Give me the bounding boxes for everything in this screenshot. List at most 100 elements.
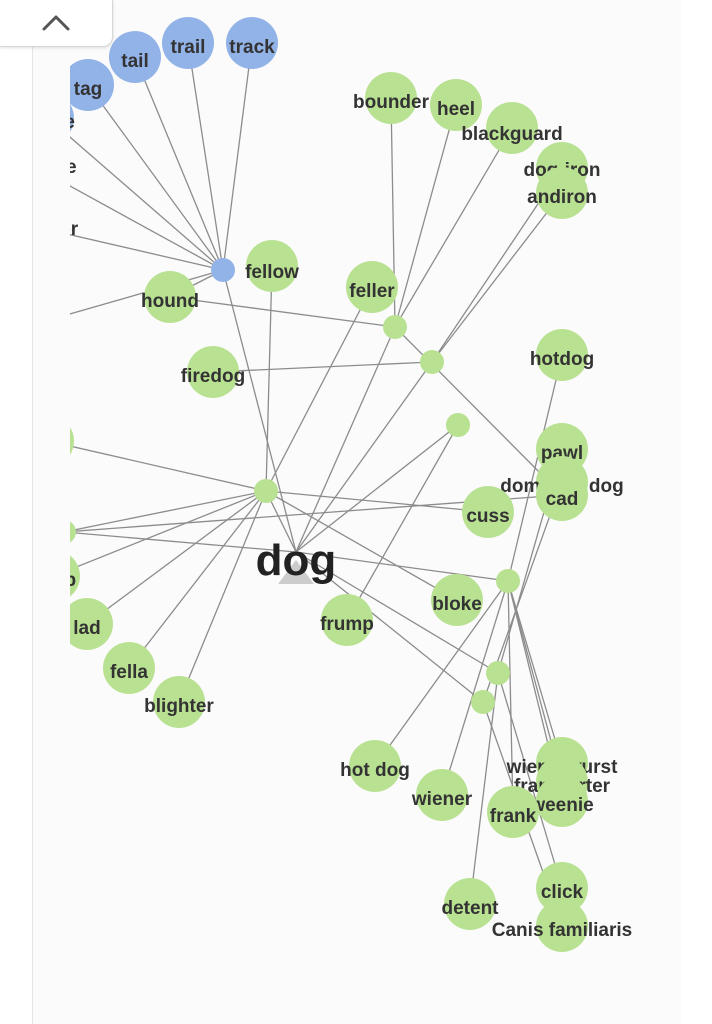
node-label: feller <box>349 281 395 302</box>
edge-hub-man-cuss <box>265 490 489 513</box>
node-label: fella <box>110 662 148 683</box>
edge-hub-man-chap <box>70 490 267 571</box>
node-label: fellow <box>245 262 299 283</box>
node-label: give chase <box>70 157 77 178</box>
word-graph[interactable]: chasetagtailtrail track give chase chase af… <box>70 0 660 1024</box>
node-bounder[interactable]: bounder <box>353 72 430 124</box>
node-frank[interactable]: frank <box>487 786 539 838</box>
node-firedog[interactable]: firedog <box>181 346 245 398</box>
hub-animal-node[interactable] <box>471 690 495 714</box>
node-tag[interactable]: tag <box>70 59 114 111</box>
hub-man-node[interactable] <box>254 479 278 503</box>
node-label: cad <box>546 489 579 510</box>
hub-pawl-node[interactable] <box>486 661 510 685</box>
collapse-button[interactable] <box>0 0 113 47</box>
hub-scoundrel-node[interactable] <box>383 315 407 339</box>
node-andiron[interactable]: andiron <box>527 167 597 219</box>
node-gent[interactable]: gent <box>70 415 74 467</box>
node-chase-after[interactable]: chase after <box>70 199 79 251</box>
node-cuss[interactable]: cuss <box>462 486 514 538</box>
edge-hub-upper-right-frump <box>346 424 459 621</box>
node-circle <box>321 594 373 646</box>
node-wiener[interactable]: wiener <box>411 769 473 821</box>
node-circle <box>70 104 74 132</box>
node-heel[interactable]: heel <box>430 79 482 131</box>
edge-hub-verb-tag <box>87 84 224 271</box>
edge-hub-andiron-andiron <box>431 192 563 363</box>
node-circle <box>365 72 417 124</box>
node-give-chase[interactable]: give chase <box>70 137 77 189</box>
edge-hub-verb-tail <box>134 56 224 271</box>
edge-hub-pawl-detent <box>469 672 499 905</box>
edge-hub-man-bloke <box>265 490 458 601</box>
node-label: Canis familiaris <box>492 920 632 941</box>
node-label: firedog <box>181 366 245 387</box>
node-chap[interactable]: chap <box>70 550 80 602</box>
node-circle <box>487 786 539 838</box>
node-circle <box>246 240 298 292</box>
edge-hub-verb-chase-after <box>70 234 224 271</box>
node-label: cuss <box>466 506 509 527</box>
hub-sausage-node[interactable] <box>496 569 520 593</box>
node-label: track <box>229 37 275 58</box>
node-blighter[interactable]: blighter <box>144 676 214 728</box>
right-margin <box>681 0 712 1024</box>
edge-hub-left-center <box>70 531 297 553</box>
node-label: tag <box>74 79 103 100</box>
node-bloke[interactable]: bloke <box>431 574 483 626</box>
node-feller[interactable]: feller <box>346 261 398 313</box>
edge-hub-sausage-wiener <box>441 580 509 796</box>
edge-hub-scoundrel-hound <box>169 296 396 328</box>
node-hot-dog[interactable]: hot dog <box>340 740 410 792</box>
edge-hub-sausage-hotdog <box>507 354 563 582</box>
node-circle <box>462 486 514 538</box>
node-tail[interactable]: tail <box>109 31 161 83</box>
node-label: hotdog <box>530 349 594 370</box>
node-circle <box>187 346 239 398</box>
node-click[interactable]: click <box>536 862 588 914</box>
node-circle <box>486 102 538 154</box>
edge-hub-scoundrel-heel <box>394 104 457 328</box>
node-label: blackguard <box>461 124 562 145</box>
edge-hub-sausage-hot-dog <box>374 580 509 767</box>
edge-hub-scoundrel-blackguard <box>394 127 513 328</box>
edge-hub-pawl-center <box>295 551 499 674</box>
node-circle <box>349 740 401 792</box>
graph-viewport[interactable]: chasetagtailtrail track give chase chase af… <box>70 0 660 1024</box>
node-circle <box>70 555 80 597</box>
node-trail[interactable]: trail <box>162 17 214 69</box>
node-canis-familiaris[interactable]: Canis familiaris <box>492 900 632 952</box>
hub-upper-right-node[interactable] <box>446 413 470 437</box>
node-lad[interactable]: lad <box>70 598 113 650</box>
node-frump[interactable]: frump <box>320 594 374 646</box>
node-chase[interactable]: chase <box>70 92 75 144</box>
node-label: lad <box>73 618 100 639</box>
hub-left-node[interactable] <box>70 520 76 544</box>
edge-hub-pawl-click <box>497 672 563 889</box>
hub-andiron-node[interactable] <box>420 350 444 374</box>
node-track[interactable]: track <box>226 17 278 69</box>
node-fellow[interactable]: fellow <box>245 240 299 292</box>
hub-verb-node[interactable] <box>211 258 235 282</box>
node-circle <box>162 17 214 69</box>
node-blackguard[interactable]: blackguard <box>461 102 563 154</box>
node-circle <box>536 469 588 521</box>
edge-hub-sausage-wienerwurst <box>507 580 563 764</box>
node-circle <box>346 261 398 313</box>
node-label: chase after <box>70 219 79 240</box>
node-hotdog[interactable]: hotdog <box>530 329 594 381</box>
node-circle <box>536 329 588 381</box>
center-marker <box>278 560 314 584</box>
node-hound[interactable]: hound <box>141 271 199 323</box>
node-fella[interactable]: fella <box>103 642 155 694</box>
node-weenie[interactable]: weenie <box>529 775 594 827</box>
node-detent[interactable]: detent <box>442 878 500 930</box>
center-node[interactable]: dog <box>256 536 337 585</box>
edge-hub-sausage-frank <box>507 580 514 813</box>
node-circle <box>536 862 588 914</box>
edge-hub-animal-center <box>295 551 484 703</box>
edge-hub-verb-track <box>222 42 253 271</box>
node-cad[interactable]: cad <box>536 469 588 521</box>
node-label: hound <box>141 291 199 312</box>
